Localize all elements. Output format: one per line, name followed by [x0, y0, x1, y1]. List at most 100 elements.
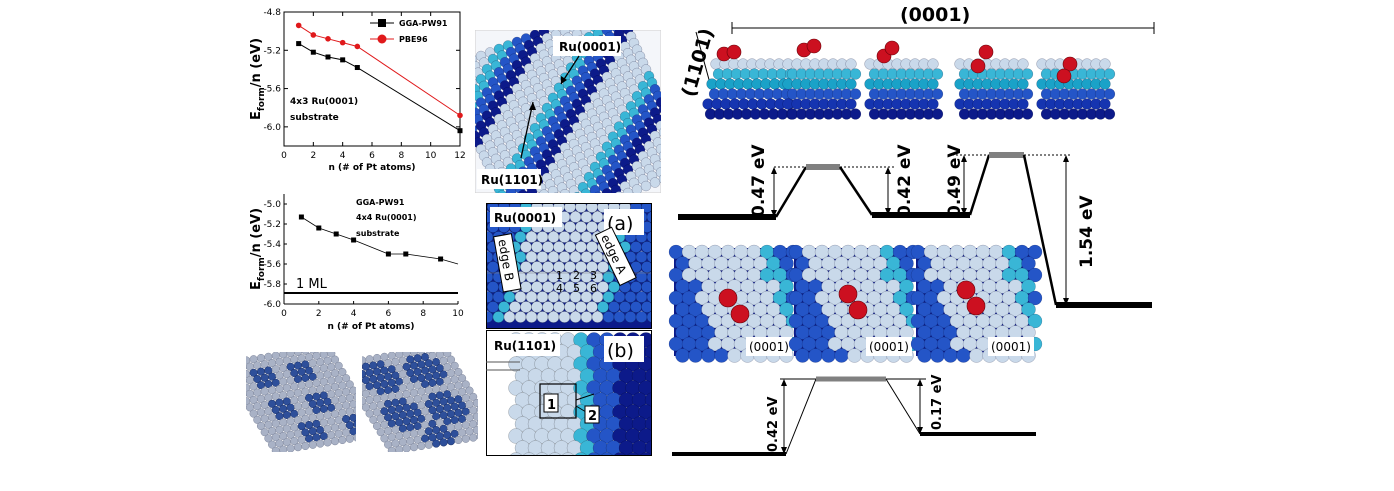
panel-a-atom: [613, 291, 626, 303]
inset-atom: [1021, 302, 1036, 317]
panel-a-atom: [558, 231, 571, 243]
side-atom: [1017, 78, 1029, 90]
data-point: [385, 251, 391, 257]
oxygen-atom: [884, 40, 900, 56]
panel-a-atom: [514, 291, 527, 303]
panel-a-atom: [586, 203, 598, 213]
slab-atom: [655, 97, 661, 108]
top-energy-profile: 0.47 eV 0.42 eV 0.49 eV 1.54 eV: [678, 144, 1152, 308]
panel-a-atom: [525, 291, 538, 303]
side-atom: [845, 58, 857, 70]
inset-atom: [1027, 313, 1043, 329]
surface-atom: [472, 398, 478, 408]
side-atom: [1103, 108, 1116, 120]
panel-a-atom: [492, 291, 505, 303]
pt-island-render-left: [246, 352, 356, 452]
panel-a-atom: [641, 301, 652, 313]
panel-a-atom: [520, 301, 532, 313]
panel-b-atom: [644, 392, 652, 408]
annotation: 4x3 Ru(0001): [290, 97, 358, 107]
panel-a-atom: [569, 231, 582, 243]
panel-a-atom: [558, 251, 571, 263]
inset-label: (0001): [869, 340, 909, 354]
slab-atom: [655, 167, 661, 178]
side-atom: [931, 108, 944, 120]
energy-profile-diagram: (0001) (1101) 0.47: [668, 4, 1155, 456]
panel-a-atom: [498, 301, 510, 313]
x-tick-label: 10: [425, 151, 437, 161]
slab-atom: [559, 188, 571, 193]
surface-atom: [316, 439, 325, 448]
oxygen-atom: [806, 38, 822, 54]
panel-a-atom: [624, 291, 637, 303]
inset-label: (0001): [749, 340, 789, 354]
surface-atom: [353, 392, 356, 401]
bottom-energy-profile: 0.42 eV 0.17 eV: [672, 375, 1036, 456]
panel-b-atom: [638, 380, 652, 396]
y-tick-label: -6.0: [263, 300, 281, 310]
surface-atom: [476, 433, 478, 440]
panel-a-atom: [520, 241, 532, 253]
plot-frame: [283, 11, 461, 147]
slab-atom: [573, 192, 581, 193]
surface-atom: [476, 419, 478, 426]
legend-marker: [377, 34, 387, 44]
panel-a-atom: [591, 311, 604, 323]
y-tick-label: -5.6: [263, 260, 281, 270]
panel-b-title: Ru(1101): [494, 339, 556, 353]
y-tick-label: -5.6: [263, 85, 281, 95]
oxygen-atom: [978, 44, 994, 60]
panel-a-atom: [564, 221, 576, 233]
ru1101-label: Ru(1101): [481, 173, 543, 187]
panel-a-atom: [547, 251, 560, 263]
surface-atom: [342, 374, 351, 383]
panel-a-atom: [509, 301, 521, 313]
panel-a-atom: [646, 231, 652, 243]
panel-a-atom: [641, 281, 652, 293]
inset-atom: [1027, 244, 1043, 260]
site-label: 5: [573, 282, 580, 295]
surface-atom: [286, 444, 295, 452]
surface-atom: [308, 440, 317, 449]
panel-a-atom: [641, 203, 652, 213]
x-tick-label: 12: [454, 151, 465, 161]
surface-atom: [454, 435, 463, 445]
surface-atom: [454, 367, 463, 377]
panel-a-atom: [569, 311, 582, 323]
oxygen-atom: [1056, 68, 1072, 84]
side-atom: [927, 58, 939, 70]
panel-a-atom: [602, 311, 615, 323]
inset-atom: [675, 348, 690, 363]
surface-atom: [424, 440, 433, 449]
slab-atom: [655, 143, 661, 155]
side-atom: [1103, 68, 1116, 80]
panel-a-atom: [597, 261, 609, 273]
panel-a-atom: [492, 311, 505, 323]
x-tick-label: 2: [310, 151, 316, 161]
x-tick-label: 4: [340, 151, 346, 161]
surface-atom: [327, 352, 336, 358]
panel-a-atom: [575, 203, 587, 213]
panel-a-atom: [569, 211, 582, 223]
panel-a-atom: [503, 311, 516, 323]
surface-atom: [443, 352, 452, 358]
panel-a-atom: [646, 311, 652, 323]
slab-atom: [649, 177, 661, 188]
surface-atom: [432, 439, 441, 448]
panel-a-atom: [586, 241, 598, 253]
slab-atom: [594, 191, 602, 193]
side-atom: [849, 108, 862, 120]
panel-a-atom: [503, 291, 516, 303]
panel-a-atom: [602, 291, 615, 303]
panel-a-atom: [520, 261, 532, 273]
surface-atom: [472, 412, 478, 421]
surface-atom: [349, 400, 356, 409]
inset-atom: [688, 348, 703, 363]
slab-atom: [658, 151, 661, 161]
barrier-label-1: 0.47 eV: [749, 144, 769, 217]
side-atom: [849, 88, 862, 100]
panel-a-atom: [536, 311, 549, 323]
oxygen-atom: [966, 296, 986, 316]
panel-a-atom: [586, 221, 598, 233]
x-tick-label: 2: [316, 309, 322, 319]
